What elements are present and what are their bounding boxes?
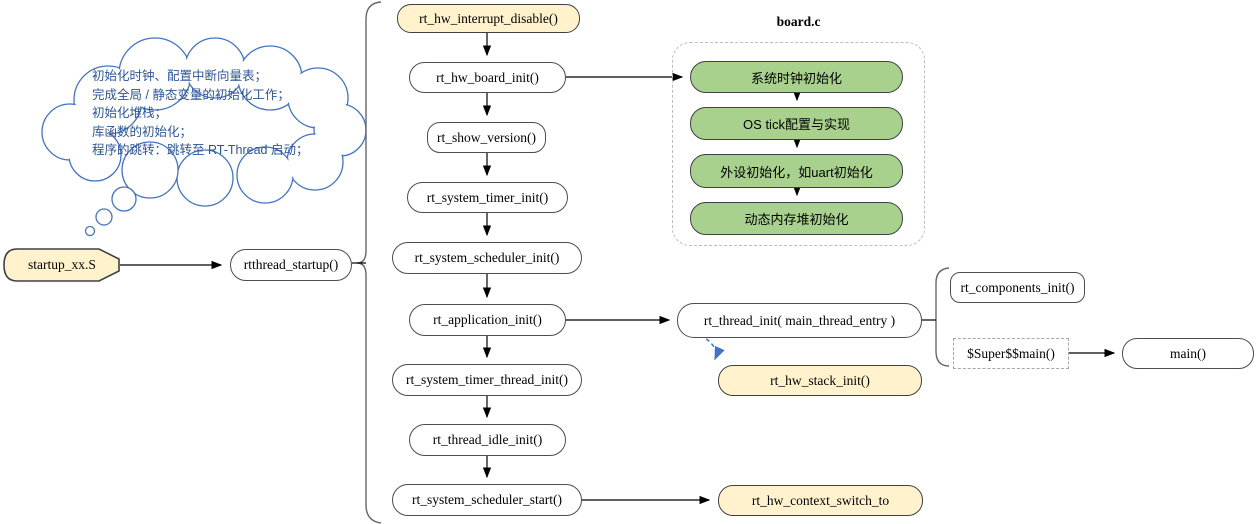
node-system-timer-init: rt_system_timer_init(): [407, 182, 568, 213]
node-application-init: rt_application_init(): [409, 304, 566, 336]
node-system-scheduler-start: rt_system_scheduler_start(): [392, 484, 582, 516]
node-super-main: $Super$$main(): [953, 338, 1069, 369]
board-step-heap-init: 动态内存堆初始化: [690, 202, 903, 235]
board-step-peripheral-init: 外设初始化，如uart初始化: [690, 154, 903, 188]
cloud-line: 程序的跳转：跳转至 RT-Thread 启动；: [92, 143, 309, 158]
node-hw-board-init: rt_hw_board_init(): [409, 62, 566, 93]
node-hw-stack-init: rt_hw_stack_init(): [718, 365, 922, 396]
node-thread-init: rt_thread_init( main_thread_entry ): [677, 303, 922, 338]
node-show-version: rt_show_version(): [427, 122, 546, 153]
cloud-annotation: 初始化时钟、配置中断向量表； 完成全局 / 静态变量的初始化工作； 初始化堆栈；…: [92, 67, 362, 160]
node-rtthread-startup: rtthread_startup(): [230, 249, 352, 281]
arrows: [120, 33, 1116, 505]
board-group-title: board.c: [776, 14, 821, 29]
startup-file-shape: [3, 248, 120, 282]
thought-bubble-trail: [84, 186, 137, 237]
cloud-line: 完成全局 / 静态变量的初始化工作；: [92, 87, 290, 102]
cloud-line: 初始化堆栈；: [92, 106, 168, 121]
node-startup-file: startup_xx.S: [28, 257, 96, 272]
node-hw-context-switch-to: rt_hw_context_switch_to: [718, 485, 923, 516]
cloud-line: 库函数的初始化；: [92, 124, 193, 139]
cloud-line: 初始化时钟、配置中断向量表；: [92, 69, 268, 83]
small-bracket: [935, 267, 950, 367]
board-group-container: [672, 42, 925, 246]
node-system-scheduler-init: rt_system_scheduler_init(): [392, 242, 582, 274]
thought-cloud: [41, 37, 367, 207]
node-components-init: rt_components_init(): [950, 272, 1085, 303]
node-thread-idle-init: rt_thread_idle_init(): [409, 424, 566, 456]
node-main: main(): [1122, 338, 1254, 369]
node-system-timer-thread-init: rt_system_timer_thread_init(): [392, 364, 582, 396]
dashed-blue-arrow: [693, 331, 725, 361]
node-hw-interrupt-disable: rt_hw_interrupt_disable(): [397, 4, 580, 33]
board-step-os-tick: OS tick配置与实现: [690, 107, 903, 140]
board-step-clock-init: 系统时钟初始化: [690, 61, 903, 93]
